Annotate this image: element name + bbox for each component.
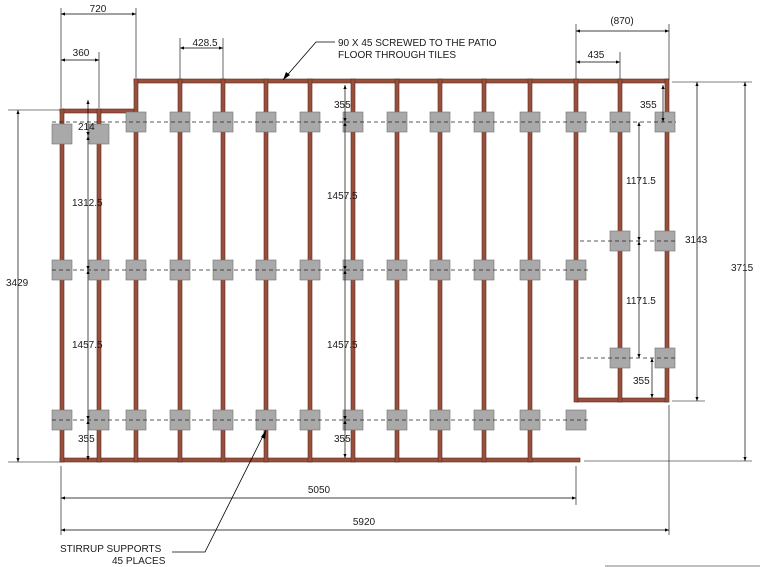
leader-lines bbox=[172, 41, 335, 553]
dim-5050: 5050 bbox=[308, 485, 331, 496]
dimension-labels: 720 360 428.5 (870) 435 5050 5920 3429 3… bbox=[6, 4, 754, 528]
dim-360: 360 bbox=[73, 48, 90, 59]
annotation-notes: 90 X 45 SCREWED TO THE PATIO FLOOR THROU… bbox=[60, 38, 497, 567]
stirrup-support bbox=[473, 259, 495, 281]
dimension-lines bbox=[16, 12, 747, 532]
stirrup-support bbox=[299, 409, 321, 431]
stirrup-note-line1: STIRRUP SUPPORTS bbox=[60, 544, 162, 555]
stirrup-support bbox=[88, 409, 110, 431]
top-beam bbox=[133, 78, 669, 84]
stirrup-note-line2: 45 PLACES bbox=[112, 556, 166, 567]
dim-428-5: 428.5 bbox=[192, 38, 217, 49]
dim-720: 720 bbox=[90, 4, 107, 15]
stirrup-support bbox=[565, 409, 587, 431]
dim-214: 214 bbox=[78, 122, 95, 133]
dim-3143: 3143 bbox=[685, 235, 708, 246]
stirrup-supports bbox=[51, 111, 676, 431]
dim-355-top: 355 bbox=[334, 100, 351, 111]
stirrup-support bbox=[609, 347, 631, 369]
frame-note-line1: 90 X 45 SCREWED TO THE PATIO bbox=[338, 38, 497, 49]
stirrup-support bbox=[473, 111, 495, 133]
extension-lines bbox=[8, 8, 760, 567]
dim-5920: 5920 bbox=[353, 517, 376, 528]
dim-355-right-top: 355 bbox=[640, 100, 657, 111]
dim-1457-5-left: 1457.5 bbox=[72, 340, 103, 351]
stirrup-support bbox=[565, 259, 587, 281]
dim-1171-5-lower: 1171.5 bbox=[626, 296, 656, 307]
left-end-beam bbox=[59, 108, 65, 463]
stirrup-support bbox=[299, 111, 321, 133]
dim-435: 435 bbox=[588, 50, 605, 61]
frame-note-line2: FLOOR THROUGH TILES bbox=[338, 50, 456, 61]
joist bbox=[573, 78, 579, 403]
dim-1312-5: 1312.5 bbox=[72, 198, 103, 209]
stirrup-support bbox=[88, 259, 110, 281]
stirrup-support bbox=[299, 259, 321, 281]
dim-870: (870) bbox=[610, 16, 633, 27]
dim-355-left: 355 bbox=[78, 434, 95, 445]
dim-355-right-bottom: 355 bbox=[633, 376, 650, 387]
dim-1171-5-upper: 1171.5 bbox=[626, 176, 656, 187]
dim-1457-5-lower: 1457.5 bbox=[327, 340, 358, 351]
dim-3429: 3429 bbox=[6, 278, 29, 289]
stirrup-support bbox=[51, 123, 73, 145]
dim-355-bottom: 355 bbox=[334, 434, 351, 445]
dim-3715: 3715 bbox=[731, 263, 754, 274]
dim-1457-5-upper: 1457.5 bbox=[327, 191, 358, 202]
stirrup-support bbox=[473, 409, 495, 431]
stirrup-support bbox=[609, 230, 631, 252]
step-joist bbox=[96, 108, 102, 463]
centerlines bbox=[52, 121, 676, 421]
stirrup-support bbox=[565, 111, 587, 133]
